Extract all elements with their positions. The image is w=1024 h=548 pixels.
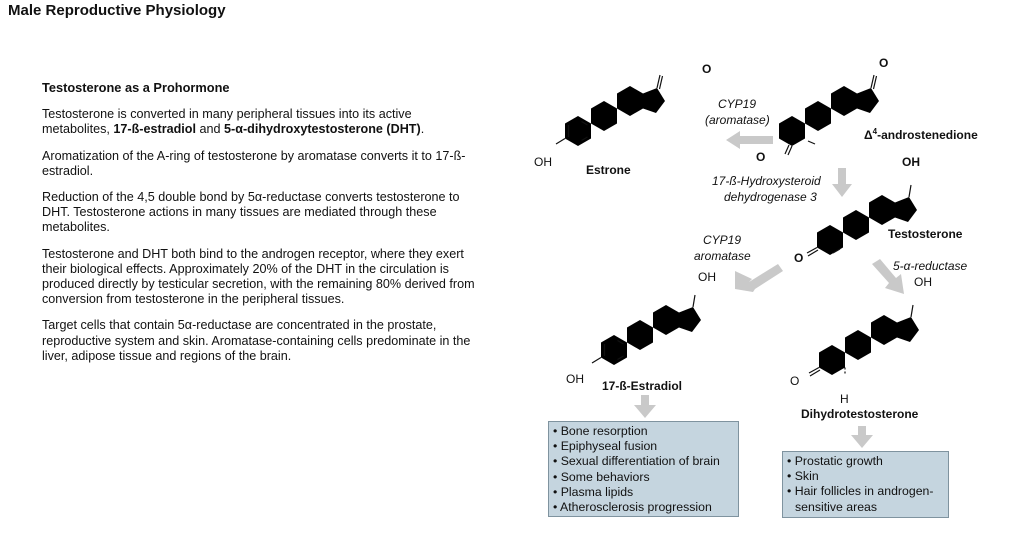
page-title: Male Reproductive Physiology [8, 2, 226, 19]
section-heading: Testosterone as a Prohormone [42, 80, 230, 95]
enzyme-cyp19-top-1: CYP19 [718, 97, 756, 111]
arrow-to-dht-effects [851, 426, 873, 448]
paragraph-aromatization: Aromatization of the A-ring of testoster… [42, 148, 466, 178]
enzyme-hsd-2: dehydrogenase 3 [724, 190, 817, 204]
arrow-aromatase-left [735, 264, 783, 292]
list-item: Hair follicles in androgen-sensitive are… [787, 484, 944, 514]
list-item: Skin [787, 469, 944, 484]
arrow-hsd-down [832, 168, 852, 197]
enzyme-reductase: 5-α-reductase [893, 259, 968, 273]
arrow-to-estradiol-effects [634, 395, 656, 418]
dht-o-label: O [790, 374, 799, 388]
p1-text-e: . [420, 122, 425, 137]
list-item: Sexual differentiation of brain [553, 454, 734, 469]
arrow-aromatase-top [726, 131, 773, 149]
paragraph-target-cells: Target cells that contain 5α-reductase a… [42, 318, 471, 363]
list-item: Some behaviors [553, 470, 734, 485]
dht-oh-label: OH [914, 275, 932, 289]
estrone-o-label: O [702, 62, 711, 76]
p1-estradiol: 17-ß-estradiol [113, 122, 196, 137]
enzyme-hsd-1: 17-ß-Hydroxysteroid [712, 174, 821, 188]
dht-h-label: H [840, 392, 849, 406]
estradiol-label: 17-ß-Estradiol [602, 379, 682, 393]
p1-text-c: and [196, 122, 225, 137]
testosterone-oh-label: OH [902, 155, 920, 169]
list-item: Plasma lipids [553, 485, 734, 500]
dht-label: Dihydrotestosterone [801, 407, 919, 421]
text-column: Testosterone as a Prohormone Testosteron… [42, 80, 482, 375]
list-item: Epiphyseal fusion [553, 439, 734, 454]
paragraph-reduction: Reduction of the 4,5 double bond by 5α-r… [42, 190, 460, 235]
androstenedione-o-left-label: O [756, 150, 765, 164]
enzyme-cyp19-left-1: CYP19 [703, 233, 741, 247]
list-item: Bone resorption [553, 424, 734, 439]
enzyme-cyp19-top-2: (aromatase) [705, 113, 770, 127]
estrone-oh-label: OH [534, 155, 552, 169]
androstenedione-label: Δ4-androstenedione [864, 127, 978, 142]
androstenedione-o-top-label: O [879, 56, 888, 70]
androstenedione-structure [779, 74, 879, 156]
arrow-reductase [872, 259, 904, 294]
estradiol-structure [591, 294, 701, 365]
list-item: Atherosclerosis progression [553, 500, 734, 515]
enzyme-cyp19-left-2: aromatase [694, 249, 751, 263]
estrone-label: Estrone [586, 163, 631, 177]
paragraph-conversion: Testosterone is converted in many periph… [42, 107, 482, 137]
estradiol-effects-box: Bone resorption Epiphyseal fusion Sexual… [548, 421, 739, 517]
estrone-structure [555, 74, 665, 146]
estradiol-oh-top-label: OH [698, 270, 716, 284]
testosterone-structure [806, 184, 917, 257]
dht-structure [808, 304, 919, 377]
list-item: Prostatic growth [787, 454, 944, 469]
estradiol-oh-left-label: OH [566, 372, 584, 386]
dht-effects-box: Prostatic growth Skin Hair follicles in … [782, 451, 949, 518]
testosterone-label: Testosterone [888, 227, 963, 241]
p1-text-a: Testosterone is converted in many periph… [42, 107, 412, 137]
p1-dht: 5-α-dihydroxytestosterone (DHT) [224, 122, 421, 137]
testosterone-o-label: O [794, 251, 803, 265]
paragraph-androgen-receptor: Testosterone and DHT both bind to the an… [42, 246, 475, 307]
